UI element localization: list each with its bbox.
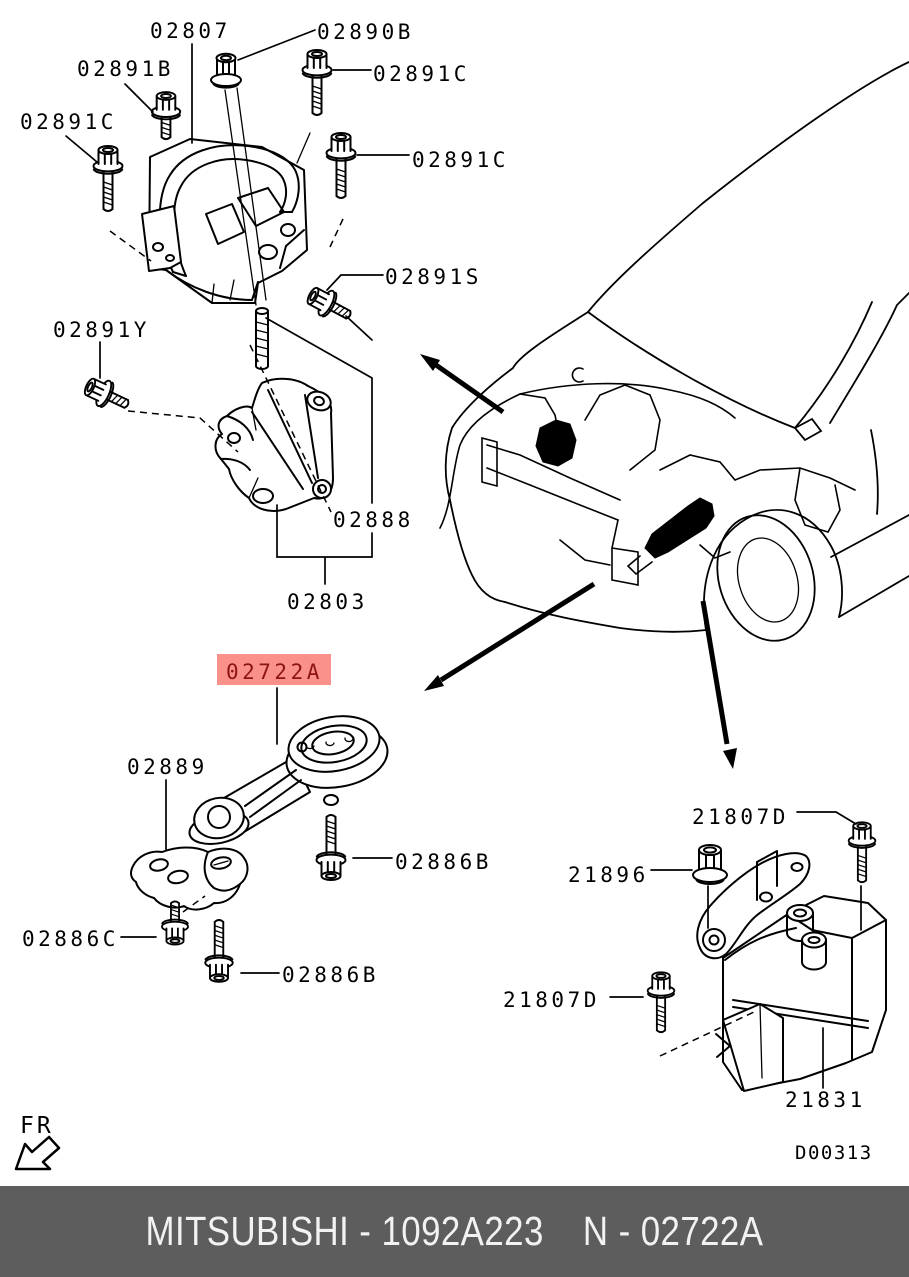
leader-lines (65, 29, 862, 1089)
bolt-02886b-icon (315, 814, 347, 881)
bolt-02891c-icon (301, 49, 333, 116)
part-label-02891c[interactable]: 02891C (373, 62, 470, 86)
fr-direction-indicator: FR (14, 1113, 61, 1171)
parts-diagram: 02807 02890B 02891B 02891C 02891C 02891C… (14, 19, 909, 1171)
part-label-02803[interactable]: 02803 (287, 590, 368, 614)
fr-arrow-icon (14, 1135, 61, 1171)
part-label-02891y[interactable]: 02891Y (53, 318, 150, 342)
part-label-02891c[interactable]: 02891C (20, 110, 117, 134)
support-bracket (130, 846, 249, 911)
nut-21896-icon (692, 844, 728, 886)
nut-02890b-icon (210, 52, 242, 89)
location-arrows (420, 354, 737, 769)
part-label-02886c[interactable]: 02886C (22, 927, 119, 951)
bolt-02886b-icon (204, 919, 234, 983)
highlighted-part-background (217, 654, 331, 685)
torque-rod-location-marker (644, 497, 715, 559)
part-label-02886b[interactable]: 02886B (395, 850, 492, 874)
bolt-21807d-icon (646, 971, 676, 1034)
part-label-02722a-highlighted[interactable]: 02722A (226, 660, 323, 684)
roll-stopper-bracket (214, 307, 334, 512)
torque-rod (188, 715, 389, 845)
part-label-21807d[interactable]: 21807D (692, 805, 789, 829)
part-label-21807d[interactable]: 21807D (503, 988, 600, 1012)
car-outline (444, 61, 909, 642)
fr-label: FR (20, 1113, 54, 1139)
part-label-02891s[interactable]: 02891S (385, 265, 482, 289)
fasteners (79, 49, 877, 1034)
bolt-21807d-icon (847, 821, 877, 884)
engine-bay-detail (439, 367, 856, 586)
part-label-21831[interactable]: 21831 (785, 1088, 866, 1112)
bolt-02891b-icon (150, 91, 182, 141)
part-label-02891b[interactable]: 02891B (77, 57, 174, 81)
part-label-02891c[interactable]: 02891C (412, 148, 509, 172)
part-label-02890b[interactable]: 02890B (317, 20, 414, 44)
bolt-02891c-icon (325, 132, 357, 199)
footer-text: MITSUBISHI - 1092A223 N - 02722A (146, 1208, 764, 1255)
footer-bar: MITSUBISHI - 1092A223 N - 02722A (0, 1186, 909, 1277)
part-label-02807[interactable]: 02807 (150, 19, 231, 43)
part-label-02886b[interactable]: 02886B (282, 963, 379, 987)
footer-brand-code: MITSUBISHI - 1092A223 (145, 1208, 544, 1254)
drawing-code: D00313 (795, 1142, 873, 1164)
part-label-02888[interactable]: 02888 (333, 508, 414, 532)
engine-mount-insulator (141, 87, 308, 306)
footer-page-code: N - 02722A (582, 1208, 764, 1254)
part-labels: 02807 02890B 02891B 02891C 02891C 02891C… (20, 19, 866, 1112)
part-label-21896[interactable]: 21896 (568, 863, 649, 887)
part-label-02889[interactable]: 02889 (127, 755, 208, 779)
bolt-02891c-icon (92, 145, 124, 212)
bolt-02891y-icon (79, 371, 135, 419)
mount-location-marker (535, 419, 577, 467)
transmission-mount (696, 850, 887, 1092)
bolt-02891s-icon (302, 281, 358, 329)
